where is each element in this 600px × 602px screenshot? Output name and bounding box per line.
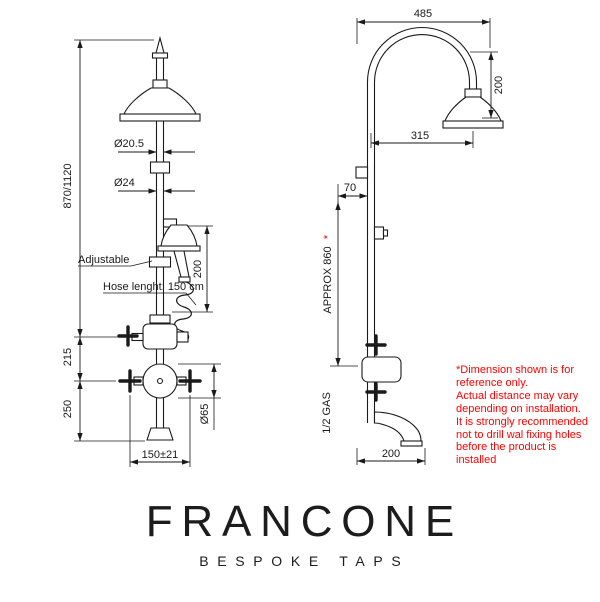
dim-head-offset-label: 315 (411, 130, 429, 142)
brand-tagline: BESPOKE TAPS (199, 553, 410, 569)
handset-handle (173, 250, 190, 278)
head-bell (123, 87, 197, 115)
side-head-bell (444, 96, 502, 122)
front-mixer-valve (117, 314, 202, 441)
side-shower-head (442, 88, 504, 129)
brand-logo-block: FRANCONE BESPOKE TAPS (0, 497, 600, 570)
side-view-drawing: 485 200 315 70 APPROX 860 * 1/2 GAS (321, 8, 505, 465)
dim-escutcheon-diameter-label: Ø65 (199, 404, 211, 425)
diverter-body (142, 323, 178, 350)
side-head-rim (442, 120, 504, 129)
dim-outlet-height-label: 250 (62, 400, 74, 418)
dim-head-diameter-label: Ø20.5 (114, 138, 144, 150)
handset-rim (157, 245, 201, 252)
dim-valve-gap-label: 215 (62, 348, 74, 366)
dim-total-reach-label: 485 (414, 8, 432, 20)
approx-asterisk: * (322, 234, 334, 239)
handset-cap (178, 276, 191, 283)
front-view-drawing: 870/1120 215 250 Ø20.5 Ø24 200 Adjustabl… (62, 35, 221, 467)
adjustable-slider-clamp (148, 256, 172, 268)
diverter-knob-tip (382, 229, 389, 237)
hose-port (176, 331, 189, 343)
dim-wall-clearance-label: 70 (344, 182, 356, 194)
dim-handshower-travel-label: 200 (192, 260, 204, 278)
brand-logo: FRANCONE (145, 497, 464, 546)
hose-length-label: Hose lenght: 150 cm (103, 281, 204, 293)
front-shower-head (119, 79, 201, 122)
dim-fixing-centers-label: 150±21 (142, 449, 179, 461)
bottom-outlet (146, 427, 174, 441)
dim-pipe-diameter-label: Ø24 (114, 177, 135, 189)
spout-outlet (400, 440, 423, 447)
dim-spout-reach-label: 200 (382, 448, 400, 460)
pipe-coupling (149, 161, 171, 174)
wall-bracket (355, 166, 369, 179)
valve-hub (156, 377, 164, 385)
front-dimensions: 870/1120 215 250 Ø20.5 Ø24 200 Adjustabl… (62, 39, 221, 467)
dim-head-drop-label: 200 (493, 76, 505, 94)
diverter-knob (373, 226, 385, 240)
valve-flange (149, 314, 171, 324)
dim-approx-height-label: APPROX 860 (322, 246, 334, 313)
finial-collar (151, 52, 169, 59)
reference-note: *Dimension shown is for reference only. … (456, 364, 589, 467)
head-collar (152, 79, 168, 89)
side-valve-body (361, 356, 402, 383)
connection-size-label: 1/2 GAS (321, 392, 333, 434)
side-mixer-valve (361, 334, 402, 402)
side-head-collar (464, 88, 482, 98)
adjustable-label: Adjustable (78, 254, 129, 266)
dim-total-height-label: 870/1120 (62, 163, 74, 208)
head-rim (119, 113, 201, 122)
finial-tip (155, 35, 165, 54)
hand-shower (148, 218, 201, 283)
side-dimensions: 485 200 315 70 APPROX 860 * 1/2 GAS (321, 8, 505, 465)
handset-bell (160, 224, 198, 247)
side-spout (373, 411, 423, 447)
